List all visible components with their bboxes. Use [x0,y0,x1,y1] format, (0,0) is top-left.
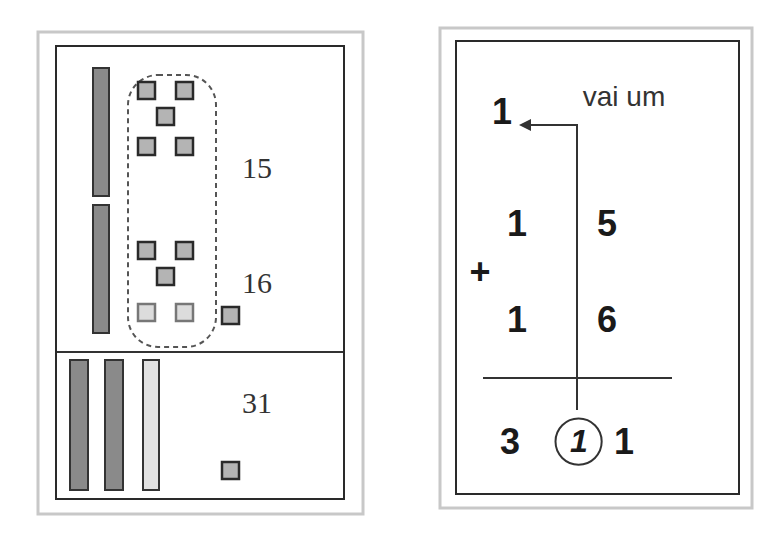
unit-cube [176,82,193,99]
ten-rod [93,205,109,333]
panel-frame [440,28,752,508]
number-label: 31 [242,386,272,419]
carry-digit: 1 [492,92,512,132]
ten-rod [143,360,159,490]
unit-cubes [138,82,239,479]
algorithm-panel: 1vai um115+1631 [455,40,740,495]
sum-rule [56,351,344,353]
units-digit: 6 [597,300,617,340]
ten-rod [93,68,109,196]
ten-rod [70,360,88,490]
units-digit: 1 [614,422,634,462]
unit-cube [157,268,174,285]
grouping-outline [128,75,216,347]
unit-cube [176,242,193,259]
carried-digit-circle: 1 [554,417,603,466]
carried-digit: 1 [570,424,588,459]
units-digit: 5 [597,204,617,244]
panel-frame [38,32,363,514]
tens-digit: 1 [507,300,527,340]
unit-cube [138,138,155,155]
unit-cube [138,304,155,321]
ten-rods [70,68,159,490]
number-label: 15 [242,151,272,184]
arrow-head [519,119,531,131]
unit-cube [138,242,155,259]
plus-sign: + [469,252,490,292]
unit-cube [176,138,193,155]
unit-cube [222,462,239,479]
carry-note: vai um [583,82,665,113]
unit-cube [222,307,239,324]
blocks-panel: 15 16 31 [55,45,345,500]
unit-cube [176,304,193,321]
carry-arrow [530,125,577,410]
ten-rod [105,360,123,490]
unit-cube [138,82,155,99]
tens-digit: 3 [500,422,520,462]
number-label: 16 [242,266,272,299]
tens-digit: 1 [507,204,527,244]
circle-outline [556,419,602,465]
unit-cube [157,108,174,125]
